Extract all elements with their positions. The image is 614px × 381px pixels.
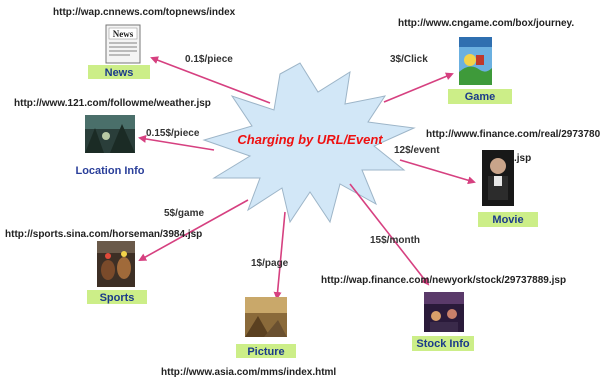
center-starburst [202,62,416,224]
picture-label: Picture [247,346,284,358]
game-node: http://www.cngame.com/box/journey. Game [398,18,574,104]
sports-node: http://sports.sina.com/horseman/3984.jsp… [5,229,202,304]
news-label-box [88,65,150,79]
location-price: 0.15$/piece [146,128,200,139]
arrow-to-location [138,135,215,151]
movie-node: http://www.finance.com/real/2973780 .jsp… [426,129,601,227]
location-label: Location Info [75,165,144,177]
game-price: 3$/Click [390,54,428,65]
arrow-to-movie [399,159,476,185]
stock-photo-icon [424,292,464,332]
sports-label-box [87,290,147,304]
arrow-to-stock [349,183,430,286]
location-photo-icon [85,115,135,153]
stock-label-box [412,336,474,351]
sports-url: http://sports.sina.com/horseman/3984.jsp [5,229,202,240]
arrow-to-picture [273,211,286,300]
movie-url-suffix: .jsp [514,153,531,164]
game-url: http://www.cngame.com/box/journey. [398,18,574,29]
sports-label: Sports [100,292,135,304]
movie-label: Movie [492,214,523,226]
location-node: http://www.121.com/followme/weather.jsp … [14,98,211,177]
stock-price: 15$/month [370,235,420,246]
news-url: http://wap.cnnews.com/topnews/index [53,7,236,18]
horse-racing-icon [97,241,135,287]
picture-photo-icon [245,297,287,337]
location-url: http://www.121.com/followme/weather.jsp [14,98,211,109]
sports-price: 5$/game [164,208,204,219]
newspaper-icon: News [105,24,141,64]
stock-label: Stock Info [416,338,469,350]
movie-poster-icon [482,150,514,206]
picture-label-box [236,344,296,358]
game-label: Game [465,91,496,103]
game-label-box [448,89,512,104]
picture-node: Picture http://www.asia.com/mms/index.ht… [161,297,336,378]
movie-price: 12$/event [394,145,440,156]
picture-price: 1$/page [251,258,289,269]
arrow-to-game [383,72,454,103]
arrow-to-sports [138,199,249,261]
svg-text:News: News [113,29,134,39]
news-node: http://wap.cnnews.com/topnews/index News… [53,7,236,79]
stock-url: http://wap.finance.com/newyork/stock/297… [321,275,566,286]
arrow-to-news [150,56,271,104]
picture-url: http://www.asia.com/mms/index.html [161,367,336,378]
center-label: Charging by URL/Event [237,132,383,147]
news-label: News [105,67,134,79]
movie-label-box [478,212,538,227]
movie-url: http://www.finance.com/real/2973780 [426,129,601,140]
news-price: 0.1$/piece [185,54,233,65]
stock-node: http://wap.finance.com/newyork/stock/297… [321,275,566,351]
game-screenshot-icon [459,37,492,85]
